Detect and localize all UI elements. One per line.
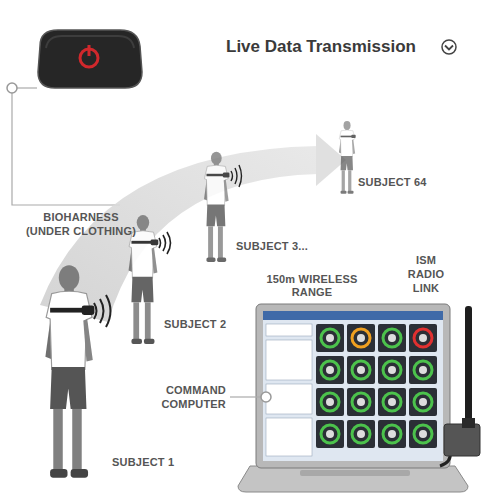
- diagram-title: Live Data Transmission: [226, 37, 416, 57]
- part-label: BIOHARNESS (UNDER CLOTHING): [22, 211, 140, 239]
- leader-line: [230, 392, 271, 402]
- signal-waves: [159, 232, 171, 254]
- subject-label: SUBJECT 3...: [236, 240, 326, 254]
- subject-figure: [339, 121, 356, 194]
- subject-figure: [204, 152, 229, 262]
- range-label: 150m WIRELESS RANGE: [262, 273, 362, 301]
- subject-label: SUBJECT 2: [164, 318, 254, 332]
- radio-label: ISM RADIO LINK: [398, 254, 454, 295]
- subject-label: SUBJECT 1: [112, 456, 202, 470]
- signal-waves: [94, 295, 111, 327]
- leader-line: [7, 83, 120, 205]
- subject-figure: [45, 265, 94, 478]
- dropdown-icon: [442, 40, 456, 54]
- part-label: COMMAND COMPUTER: [150, 384, 226, 412]
- bioharness-device: [38, 30, 142, 88]
- signal-waves: [231, 165, 242, 187]
- subject-label: SUBJECT 64: [358, 176, 448, 190]
- laptop: [238, 304, 468, 492]
- radio-antenna: [440, 306, 480, 466]
